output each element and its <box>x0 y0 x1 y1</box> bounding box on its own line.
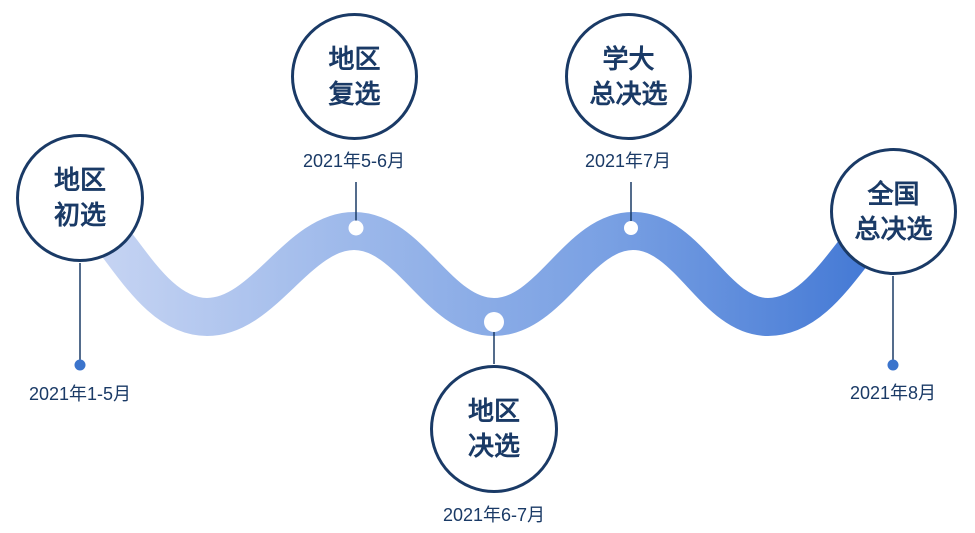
timeline-end-dot-national <box>887 359 899 371</box>
milestone-circle-national: 全国 总决选 <box>830 148 957 275</box>
milestone-title-line: 初选 <box>53 200 106 230</box>
milestone-date-initial: 2021年1-5月 <box>28 384 132 404</box>
milestone-title-line: 总决选 <box>854 213 933 244</box>
milestone-title-line: 地区 <box>328 43 381 74</box>
milestone-title-line: 地区 <box>53 165 106 195</box>
milestone-title-line: 学大 <box>602 43 655 74</box>
milestone-title-line: 全国 <box>867 178 920 209</box>
milestone-title-line: 总决选 <box>589 78 668 109</box>
timeline-end-dot-initial <box>74 359 86 371</box>
milestone-title-line: 地区 <box>467 396 520 426</box>
milestone-circle-final: 地区 决选 <box>430 365 558 493</box>
milestone-date-xueda: 2021年7月 <box>584 151 672 171</box>
wave-ribbon-path <box>71 193 903 337</box>
milestone-circle-initial: 地区 初选 <box>16 134 144 262</box>
wave-node-dot-xueda <box>624 221 638 235</box>
milestone-title-line: 复选 <box>328 78 381 109</box>
milestone-circle-second: 地区 复选 <box>291 13 418 140</box>
milestone-date-second: 2021年5-6月 <box>302 151 406 171</box>
milestone-date-national: 2021年8月 <box>849 383 937 403</box>
wave-node-dot-second <box>348 220 364 236</box>
milestone-date-final: 2021年6-7月 <box>442 505 546 525</box>
milestone-title-line: 决选 <box>467 431 520 461</box>
milestone-circle-xueda: 学大 总决选 <box>565 13 692 140</box>
wave-node-dot-final <box>484 312 504 332</box>
